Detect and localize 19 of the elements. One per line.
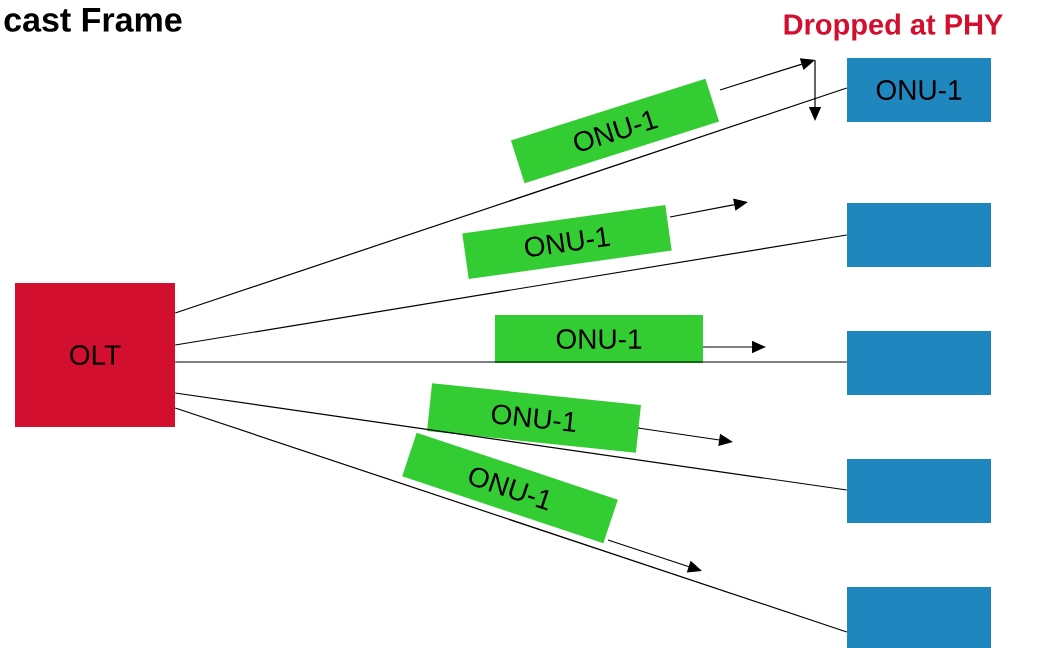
frame-box: ONU-1: [402, 432, 618, 544]
onu-box: ONU-1: [847, 58, 991, 122]
frame-box: ONU-1: [495, 315, 703, 363]
drop-note: Dropped at PHY: [784, 13, 1003, 41]
title: cast Frame: [4, 8, 182, 32]
frame-box: ONU-1: [427, 383, 641, 453]
onu-box: [847, 203, 991, 267]
olt-box: OLT: [15, 283, 175, 427]
line: [174, 407, 848, 633]
frame-box: ONU-1: [462, 204, 672, 280]
line: [174, 234, 848, 346]
line: [174, 87, 848, 314]
onu-box: [847, 587, 991, 648]
line: [174, 361, 848, 363]
onu-box: [847, 459, 991, 523]
node-label: ONU-1: [469, 467, 549, 511]
onu-box: [847, 331, 991, 395]
frame-box: ONU-1: [511, 78, 720, 184]
line: [174, 392, 848, 491]
